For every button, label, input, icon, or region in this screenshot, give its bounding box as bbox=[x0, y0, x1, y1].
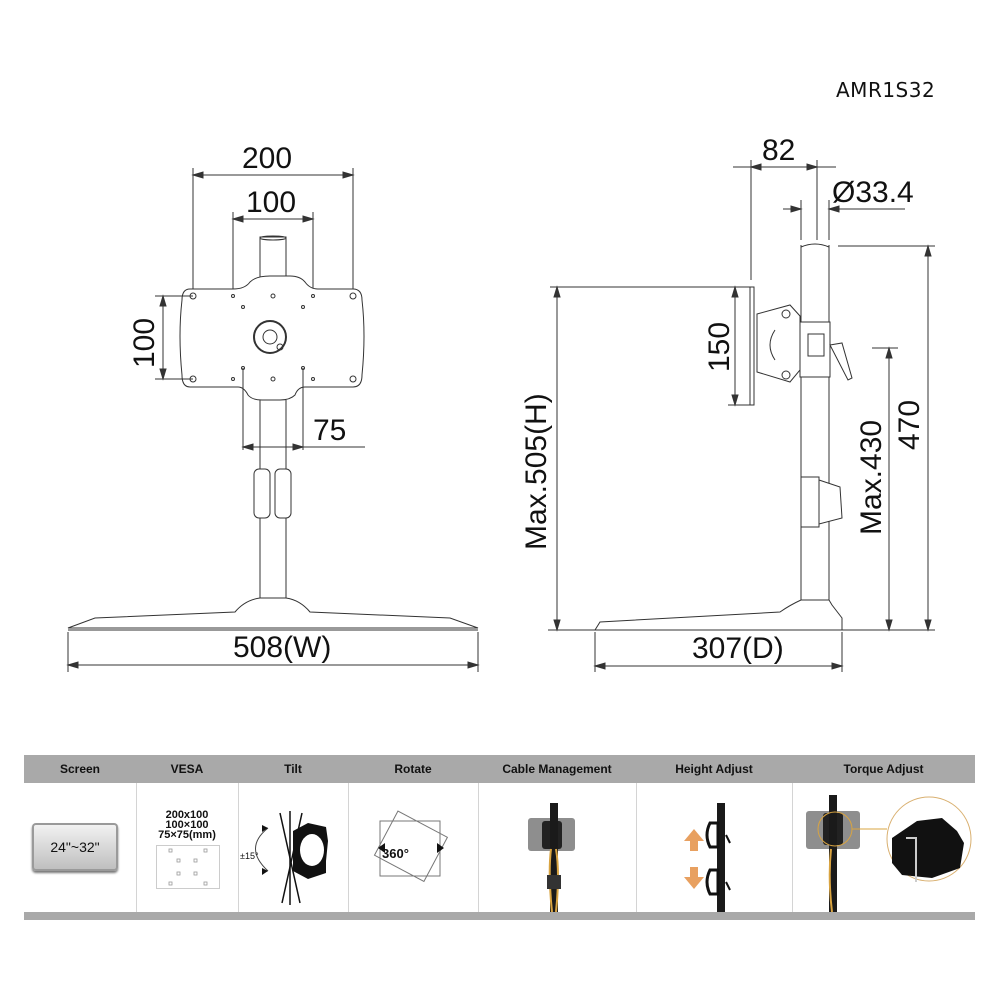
height-adjust-cell bbox=[636, 783, 792, 912]
height-adjust-icon bbox=[684, 803, 731, 912]
model-number: AMR1S32 bbox=[836, 78, 936, 102]
dim-base-depth: 307(D) bbox=[692, 632, 784, 665]
front-view bbox=[66, 168, 480, 672]
header-torque-adjust: Torque Adjust bbox=[843, 761, 924, 776]
dim-max-height: Max.505(H) bbox=[520, 393, 553, 550]
vesa-patterns: 200x100 100×100 75×75(mm) bbox=[136, 809, 238, 841]
rotate-icon bbox=[373, 810, 449, 883]
feature-table-header bbox=[24, 755, 975, 783]
dim-vesa-width-100: 100 bbox=[246, 186, 297, 219]
dim-vesa-width-200: 200 bbox=[242, 142, 293, 175]
dim-base-width: 508(W) bbox=[233, 631, 332, 664]
dim-arm-depth: 82 bbox=[762, 134, 796, 167]
dim-plate-height: 150 bbox=[703, 321, 736, 372]
header-height-adjust: Height Adjust bbox=[675, 761, 753, 776]
vesa-pattern-200x100: 200x100 bbox=[165, 809, 209, 821]
torque-adjust-icon bbox=[806, 795, 972, 912]
divider bbox=[478, 783, 479, 912]
dim-pole-height: 470 bbox=[893, 399, 926, 450]
dim-pole-diameter: Ø33.4 bbox=[832, 176, 914, 209]
header-rotate: Rotate bbox=[394, 761, 432, 776]
divider bbox=[238, 783, 239, 912]
tilt-range: ±15° bbox=[240, 851, 259, 861]
vesa-cell: 200x100 100×100 75×75(mm) bbox=[136, 783, 238, 912]
tilt-icon bbox=[255, 811, 328, 905]
vesa-plate-icon bbox=[156, 845, 220, 889]
vesa-pattern-75x75: 75×75(mm) bbox=[158, 829, 216, 841]
dim-vesa-height-100: 100 bbox=[128, 317, 161, 368]
divider bbox=[636, 783, 637, 912]
dim-vesa-75: 75 bbox=[313, 414, 347, 447]
rotate-range: 360° bbox=[382, 846, 409, 861]
screen-size-text: 24"~32" bbox=[50, 839, 100, 855]
feature-table-footer bbox=[24, 912, 975, 920]
header-cable-management: Cable Management bbox=[502, 761, 612, 776]
cable-management-cell bbox=[478, 783, 636, 912]
side-view bbox=[548, 160, 935, 672]
cable-management-icon bbox=[528, 803, 575, 912]
dim-max-mount-height: Max.430 bbox=[855, 419, 888, 535]
screen-size-badge: 24"~32" bbox=[32, 823, 118, 871]
divider bbox=[792, 783, 793, 912]
tilt-cell: ±15° bbox=[238, 783, 348, 912]
vesa-pattern-100x100: 100×100 bbox=[165, 819, 209, 831]
torque-adjust-cell bbox=[792, 783, 975, 912]
header-vesa: VESA bbox=[170, 761, 204, 776]
rotate-cell: 360° bbox=[348, 783, 478, 912]
divider bbox=[348, 783, 349, 912]
header-screen: Screen bbox=[59, 761, 101, 776]
screen-cell: 24"~32" bbox=[24, 783, 136, 912]
technical-drawing bbox=[66, 160, 935, 672]
divider bbox=[136, 783, 137, 912]
feature-table: Screen VESA Tilt Rotate Cable Management… bbox=[24, 755, 975, 920]
header-tilt: Tilt bbox=[284, 761, 302, 776]
